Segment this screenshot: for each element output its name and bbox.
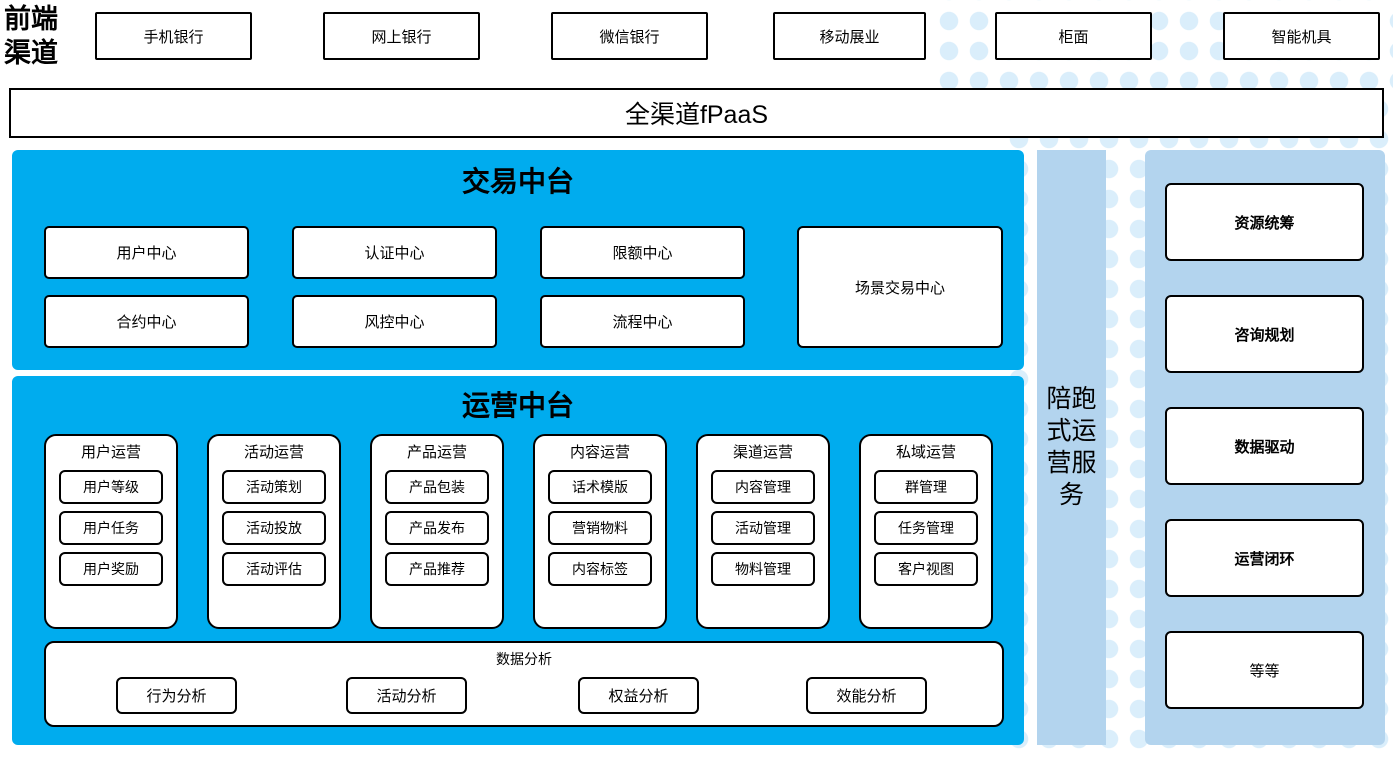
front-channel-label-line1: 前端 — [4, 4, 58, 34]
ops-item-content-ops-1[interactable]: 话术模版 — [548, 470, 652, 504]
capability-box-consulting-planning[interactable]: 咨询规划 — [1165, 295, 1364, 373]
channel-label-smart-machine: 智能机具 — [1271, 28, 1332, 46]
trade-box-label-contract-center: 合约中心 — [116, 314, 177, 331]
trade-box-contract-center[interactable]: 合约中心 — [44, 295, 249, 348]
ops-item-activity-ops-2[interactable]: 活动投放 — [222, 511, 326, 545]
ops-group-channel-ops: 渠道运营内容管理活动管理物料管理 — [696, 434, 830, 629]
data-analysis-title: 数据分析 — [496, 651, 552, 667]
capability-box-ops-closed-loop[interactable]: 运营闭环 — [1165, 519, 1364, 597]
data-analysis-label-benefit-analysis: 权益分析 — [608, 688, 669, 705]
data-analysis-item-benefit-analysis[interactable]: 权益分析 — [578, 677, 699, 714]
coaching-service-label: 陪跑式运营服务 — [1046, 385, 1097, 509]
trade-box-risk-center[interactable]: 风控中心 — [292, 295, 497, 348]
channel-label-mobile-field: 移动展业 — [819, 28, 880, 46]
trade-center-title: 交易中台 — [461, 167, 574, 198]
capability-box-etc[interactable]: 等等 — [1165, 631, 1364, 709]
omnichannel-fpaas-bar[interactable]: 全渠道fPaaS — [9, 88, 1384, 138]
trade-center-panel: 交易中台 用户中心 认证中心 限额中心合约中心 风控中心 流程中心 场景交易中心 — [12, 150, 1024, 370]
channel-box-wechat-bank[interactable]: 微信银行 — [551, 12, 708, 60]
capability-panel: 资源统筹咨询规划数据驱动运营闭环等等 — [1145, 150, 1385, 745]
data-analysis-section: 数据分析 行为分析 活动分析 权益分析 效能分析 — [44, 641, 1004, 727]
trade-box-label-user-center: 用户中心 — [116, 245, 177, 262]
trade-box-auth-center[interactable]: 认证中心 — [292, 226, 497, 279]
ops-item-product-ops-3[interactable]: 产品推荐 — [385, 552, 489, 586]
capability-label-ops-closed-loop: 运营闭环 — [1234, 550, 1295, 568]
trade-box-user-center[interactable]: 用户中心 — [44, 226, 249, 279]
data-analysis-item-activity-analysis[interactable]: 活动分析 — [346, 677, 467, 714]
trade-box-label-limit-center: 限额中心 — [612, 245, 673, 262]
capability-box-resource-coordination[interactable]: 资源统筹 — [1165, 183, 1364, 261]
front-channel-label: 前端 渠道 — [4, 2, 90, 72]
ops-group-title-content-ops: 内容运营 — [569, 444, 630, 461]
trade-box-label-process-center: 流程中心 — [612, 314, 673, 331]
ops-item-private-domain-ops-2[interactable]: 任务管理 — [874, 511, 978, 545]
coaching-service-bar: 陪跑式运营服务 — [1037, 150, 1106, 745]
ops-group-title-private-domain-ops: 私域运营 — [895, 444, 956, 461]
ops-group-user-ops: 用户运营用户等级用户任务用户奖励 — [44, 434, 178, 629]
ops-item-channel-ops-2[interactable]: 活动管理 — [711, 511, 815, 545]
capability-label-data-driven: 数据驱动 — [1234, 438, 1295, 456]
channel-label-mobile-bank: 手机银行 — [143, 28, 204, 46]
ops-item-channel-ops-3[interactable]: 物料管理 — [711, 552, 815, 586]
ops-group-title-product-ops: 产品运营 — [406, 444, 467, 461]
channel-label-wechat-bank: 微信银行 — [599, 28, 660, 46]
capability-label-resource-coordination: 资源统筹 — [1234, 214, 1295, 232]
scene-trade-center-box[interactable]: 场景交易中心 — [797, 226, 1003, 348]
capability-box-data-driven[interactable]: 数据驱动 — [1165, 407, 1364, 485]
data-analysis-label-behavior-analysis: 行为分析 — [146, 688, 207, 705]
trade-box-limit-center[interactable]: 限额中心 — [540, 226, 745, 279]
data-analysis-item-behavior-analysis[interactable]: 行为分析 — [116, 677, 237, 714]
fpaas-label: 全渠道fPaaS — [624, 101, 769, 129]
capability-label-etc: 等等 — [1249, 662, 1280, 680]
ops-item-user-ops-1[interactable]: 用户等级 — [59, 470, 163, 504]
channel-box-mobile-field[interactable]: 移动展业 — [773, 12, 926, 60]
ops-item-channel-ops-1[interactable]: 内容管理 — [711, 470, 815, 504]
channel-box-counter[interactable]: 柜面 — [995, 12, 1152, 60]
ops-center-title: 运营中台 — [461, 391, 574, 422]
ops-group-title-user-ops: 用户运营 — [80, 444, 141, 461]
data-analysis-label-efficiency-analysis: 效能分析 — [836, 688, 897, 705]
ops-item-user-ops-2[interactable]: 用户任务 — [59, 511, 163, 545]
ops-item-activity-ops-1[interactable]: 活动策划 — [222, 470, 326, 504]
trade-box-label-risk-center: 风控中心 — [364, 314, 425, 331]
ops-item-content-ops-3[interactable]: 内容标签 — [548, 552, 652, 586]
data-analysis-item-efficiency-analysis[interactable]: 效能分析 — [806, 677, 927, 714]
ops-group-title-channel-ops: 渠道运营 — [732, 444, 793, 461]
ops-group-content-ops: 内容运营话术模版营销物料内容标签 — [533, 434, 667, 629]
channel-label-online-bank: 网上银行 — [371, 28, 432, 46]
ops-item-product-ops-1[interactable]: 产品包装 — [385, 470, 489, 504]
trade-box-label-auth-center: 认证中心 — [364, 245, 425, 262]
trade-box-process-center[interactable]: 流程中心 — [540, 295, 745, 348]
data-analysis-items: 行为分析 活动分析 权益分析 效能分析 — [46, 669, 1002, 717]
ops-item-content-ops-2[interactable]: 营销物料 — [548, 511, 652, 545]
ops-group-product-ops: 产品运营产品包装产品发布产品推荐 — [370, 434, 504, 629]
ops-item-private-domain-ops-1[interactable]: 群管理 — [874, 470, 978, 504]
channel-box-mobile-bank[interactable]: 手机银行 — [95, 12, 252, 60]
ops-center-panel: 运营中台 用户运营用户等级用户任务用户奖励活动运营活动策划活动投放活动评估产品运… — [12, 376, 1024, 745]
ops-item-user-ops-3[interactable]: 用户奖励 — [59, 552, 163, 586]
ops-group-activity-ops: 活动运营活动策划活动投放活动评估 — [207, 434, 341, 629]
ops-item-activity-ops-3[interactable]: 活动评估 — [222, 552, 326, 586]
front-channel-label-line2: 渠道 — [4, 38, 58, 68]
ops-group-title-activity-ops: 活动运营 — [243, 444, 304, 461]
channel-box-online-bank[interactable]: 网上银行 — [323, 12, 480, 60]
channel-box-smart-machine[interactable]: 智能机具 — [1223, 12, 1380, 60]
ops-group-private-domain-ops: 私域运营群管理任务管理客户视图 — [859, 434, 993, 629]
capability-label-consulting-planning: 咨询规划 — [1234, 326, 1295, 344]
data-analysis-label-activity-analysis: 活动分析 — [376, 688, 437, 705]
ops-item-product-ops-2[interactable]: 产品发布 — [385, 511, 489, 545]
channel-label-counter: 柜面 — [1058, 28, 1089, 46]
ops-item-private-domain-ops-3[interactable]: 客户视图 — [874, 552, 978, 586]
scene-trade-center-label: 场景交易中心 — [854, 279, 945, 297]
